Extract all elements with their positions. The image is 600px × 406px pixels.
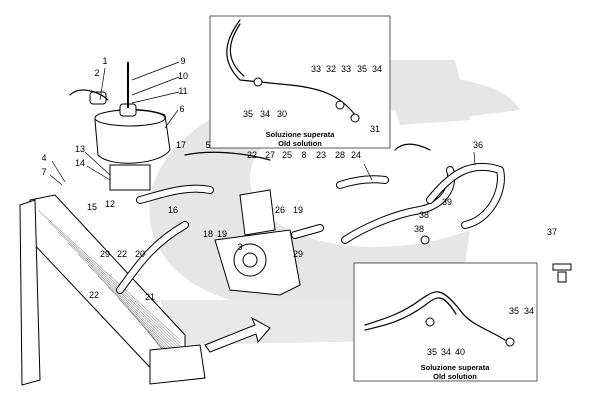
loose-fittings bbox=[420, 235, 572, 283]
part-label-13: 27 bbox=[265, 150, 275, 160]
part-label-33: 29 bbox=[293, 249, 303, 259]
expansion-tank bbox=[89, 62, 171, 191]
part-label-6: 13 bbox=[75, 144, 85, 154]
part-label-19: 36 bbox=[473, 140, 483, 150]
radiator bbox=[19, 194, 206, 386]
inset-top-label-0: 35 bbox=[243, 109, 253, 119]
part-label-1: 2 bbox=[94, 68, 99, 78]
leader-lines bbox=[49, 61, 476, 186]
inset-bottom-label-2: 40 bbox=[455, 347, 465, 357]
part-label-30: 21 bbox=[145, 292, 155, 302]
inset-bottom-caption-2: Old solution bbox=[433, 372, 477, 381]
inset-top-label-7: 34 bbox=[372, 64, 382, 74]
part-label-26: 19 bbox=[293, 205, 303, 215]
part-label-4: 11 bbox=[178, 86, 187, 96]
inset-bottom-label-0: 35 bbox=[427, 347, 437, 357]
inset-top-label-2: 30 bbox=[277, 109, 287, 119]
part-label-28: 22 bbox=[117, 249, 127, 259]
inset-top-caption-1: Soluzione superata bbox=[266, 130, 336, 139]
part-label-0: 1 bbox=[102, 56, 107, 66]
part-label-12: 22 bbox=[247, 150, 257, 160]
inset-top-caption-2: Old solution bbox=[278, 139, 322, 148]
inset-top-label-5: 33 bbox=[341, 64, 351, 74]
part-label-23: 18 bbox=[203, 229, 213, 239]
part-label-17: 28 bbox=[335, 150, 345, 160]
part-label-18: 24 bbox=[351, 150, 361, 160]
part-label-16: 23 bbox=[316, 150, 326, 160]
part-label-5: 6 bbox=[179, 104, 184, 114]
inset-bottom-label-3: 35 bbox=[509, 306, 519, 316]
part-label-27: 3 bbox=[237, 242, 242, 252]
part-label-7: 14 bbox=[75, 158, 85, 168]
part-label-24: 19 bbox=[217, 229, 227, 239]
part-label-2: 9 bbox=[180, 56, 185, 66]
part-label-8: 17 bbox=[176, 140, 186, 150]
water-pump-housing bbox=[214, 189, 301, 296]
hoses bbox=[69, 89, 505, 294]
part-label-11: 7 bbox=[41, 167, 46, 177]
part-label-20: 15 bbox=[87, 202, 97, 212]
inset-bottom-label-4: 34 bbox=[524, 306, 534, 316]
inset-bottom-caption-1: Soluzione superata bbox=[421, 363, 491, 372]
part-label-14: 25 bbox=[282, 150, 292, 160]
part-label-29: 20 bbox=[135, 249, 145, 259]
inset-top-label-1: 34 bbox=[260, 109, 270, 119]
inset-old-solution-bottom: Soluzione superata Old solution bbox=[353, 262, 538, 382]
part-label-31: 29 bbox=[100, 249, 110, 259]
inset-old-solution-top: Soluzione superata Old solution bbox=[209, 15, 391, 149]
part-label-37: 37 bbox=[547, 227, 557, 237]
inset-top-label-8: 31 bbox=[370, 124, 380, 134]
inset-top-label-6: 35 bbox=[357, 64, 367, 74]
part-label-25: 26 bbox=[275, 205, 285, 215]
inset-top-label-3: 33 bbox=[311, 64, 321, 74]
part-label-3: 10 bbox=[178, 71, 188, 81]
part-label-35: 39 bbox=[442, 197, 452, 207]
part-label-36: 38 bbox=[414, 224, 424, 234]
inset-bottom-label-1: 34 bbox=[441, 347, 451, 357]
part-label-9: 5 bbox=[205, 140, 210, 150]
part-label-22: 16 bbox=[168, 205, 178, 215]
part-label-10: 4 bbox=[41, 153, 46, 163]
part-label-32: 22 bbox=[89, 290, 99, 300]
part-label-15: 8 bbox=[301, 150, 306, 160]
inset-top-label-4: 32 bbox=[326, 64, 336, 74]
part-label-21: 12 bbox=[105, 199, 115, 209]
part-label-34: 38 bbox=[419, 210, 429, 220]
